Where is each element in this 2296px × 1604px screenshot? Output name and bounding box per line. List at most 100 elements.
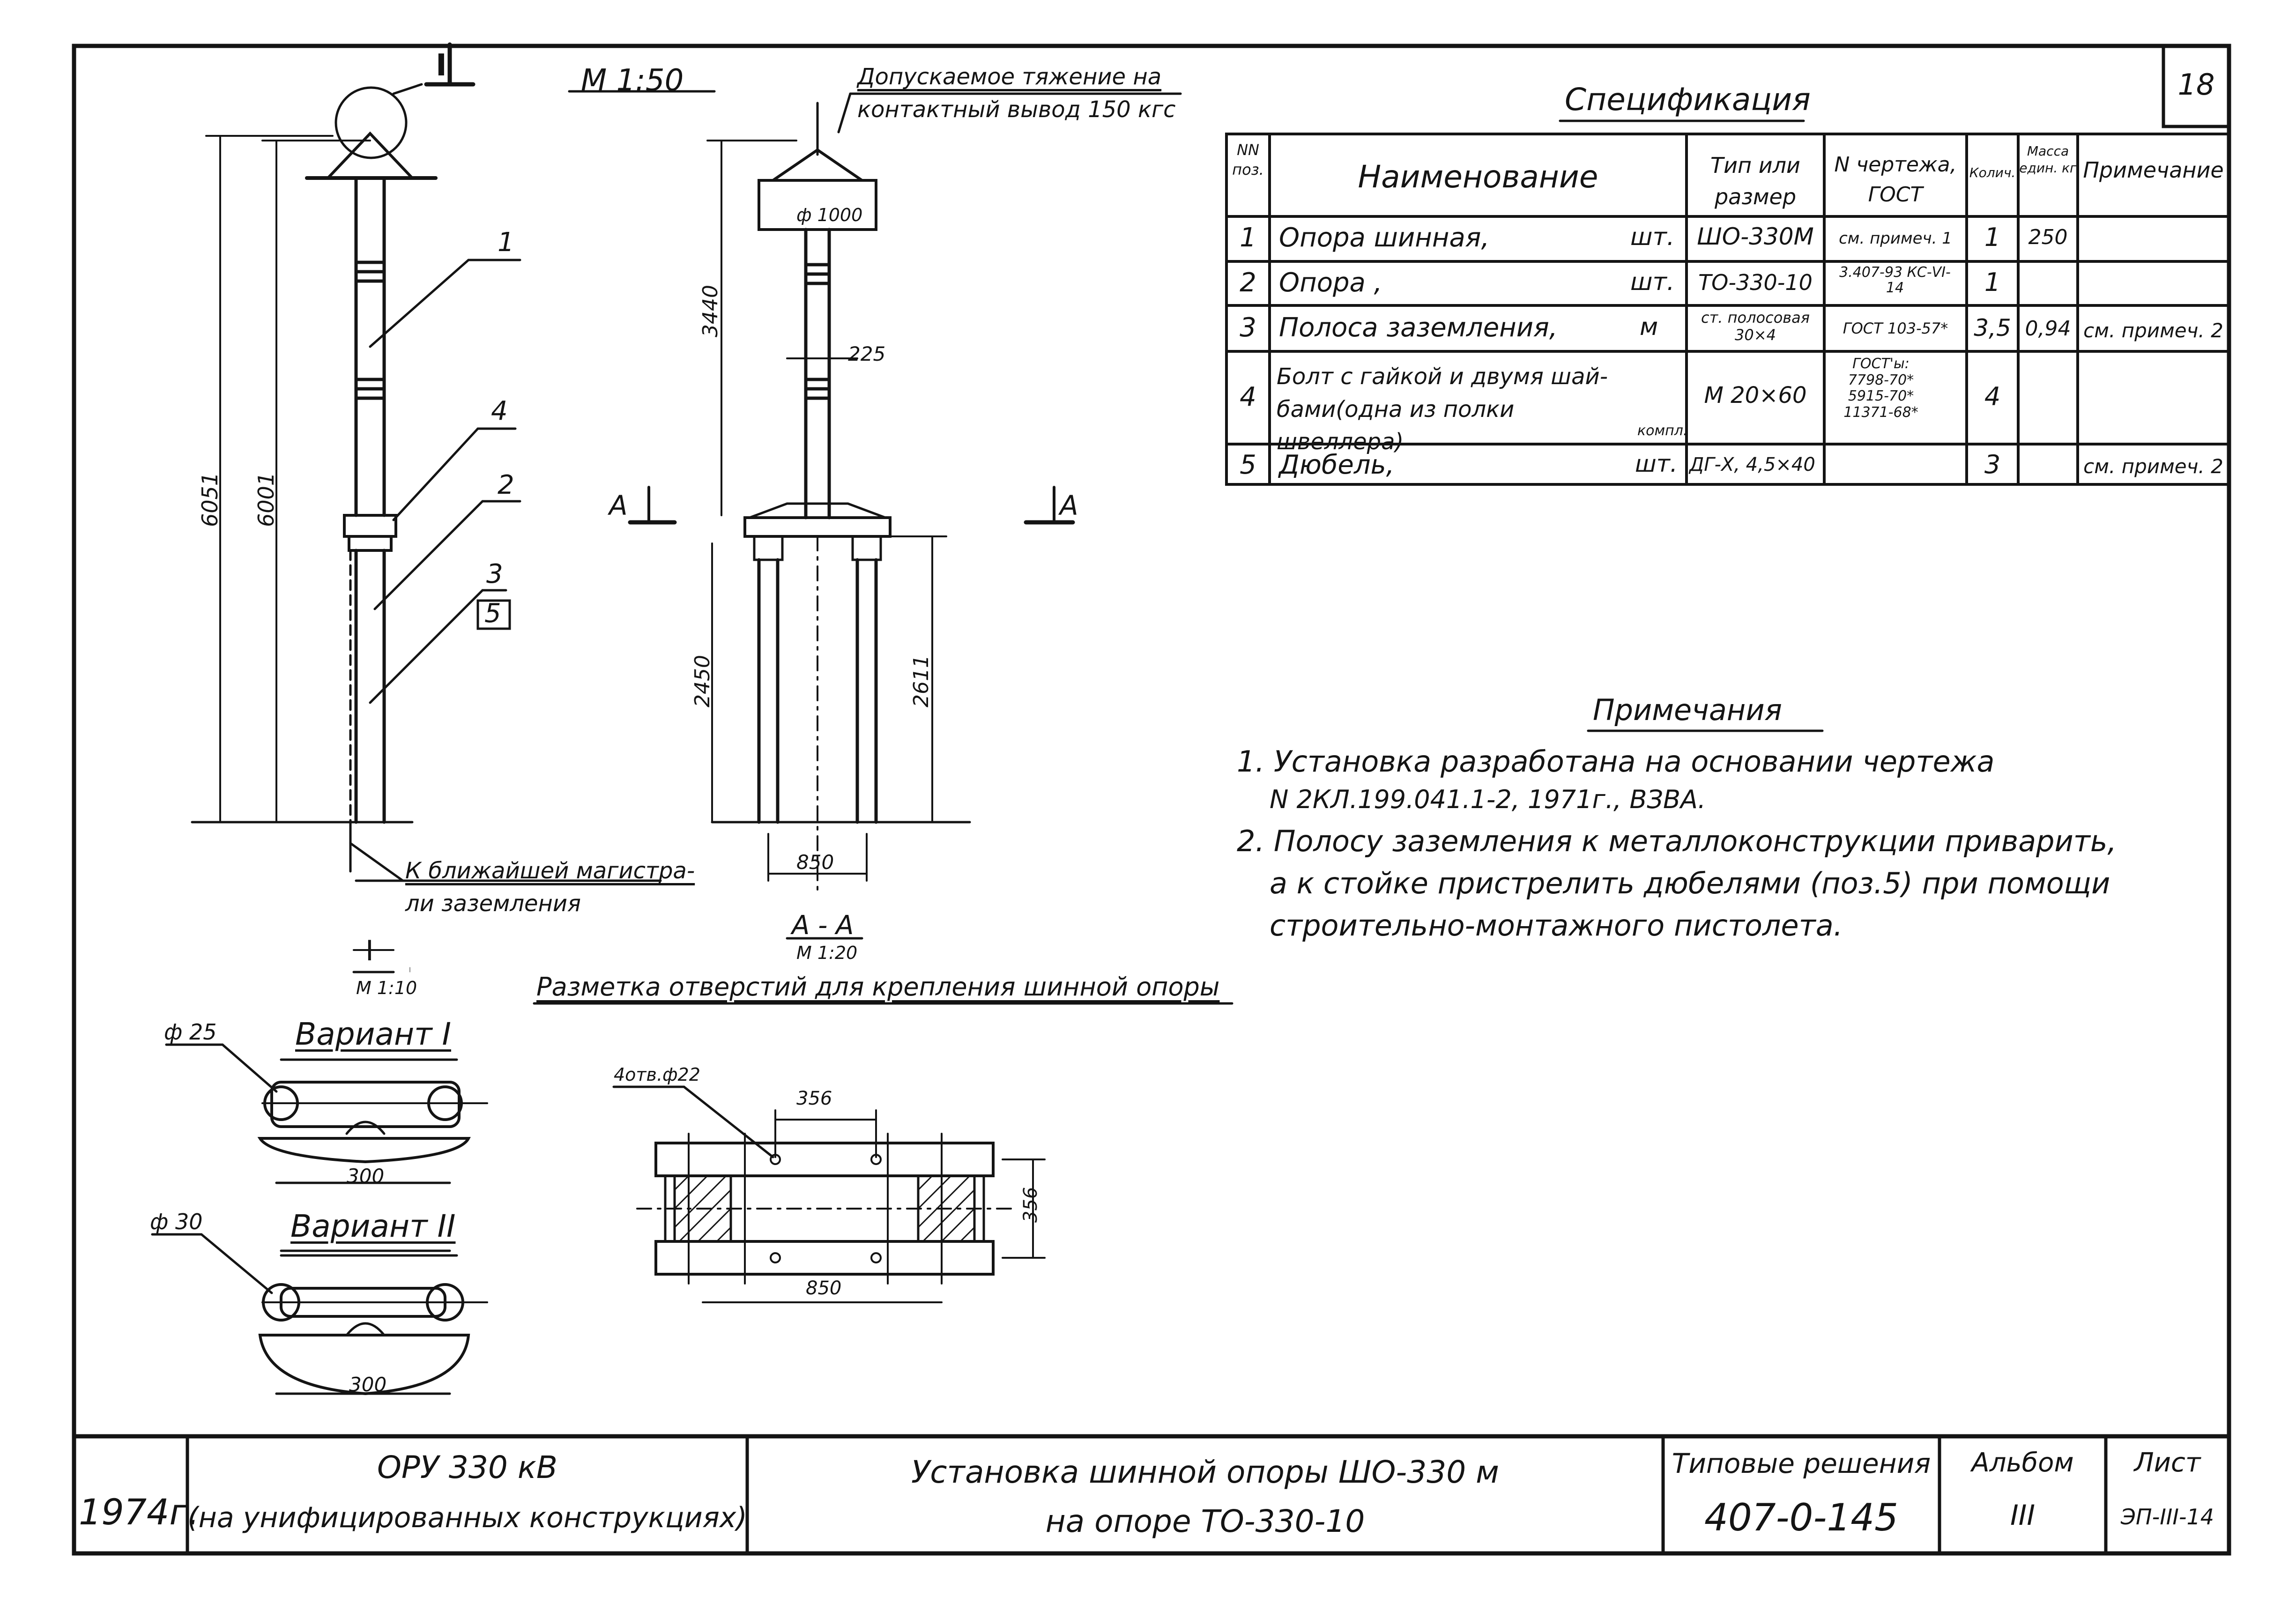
notes-line-5: строительно-монтажного пистолета.: [1270, 908, 1843, 943]
title-block-series-value: 407-0-145: [1704, 1496, 1899, 1539]
section-aa-label: А - А: [792, 910, 854, 941]
title-block-sheet-value: ЭП-III-14: [2120, 1504, 2214, 1530]
holes-dim-top: 356: [796, 1088, 832, 1109]
spec-row4-qty: 4: [1984, 382, 2001, 411]
spec-header-name: Наименование: [1358, 159, 1598, 195]
spec-header-note: Примечание: [2083, 157, 2224, 183]
notes-line-2: N 2КЛ.199.041.1-2, 1971г., ВЗВА.: [1270, 785, 1706, 814]
spec-row1-pos: 1: [1240, 223, 1256, 253]
detail-I-scale: М 1:10: [356, 978, 417, 998]
specification-table-grid: [1225, 133, 2230, 486]
spec-header-qty: Колич.: [1969, 165, 2016, 180]
holes-plan-drawing: [612, 1085, 1046, 1303]
pos-label-5: 5: [484, 598, 501, 629]
tension-note-line2: контактный вывод 150 кгс: [857, 97, 1176, 123]
spec-row3-unit: м: [1640, 313, 1658, 341]
notes-line-1: 1. Установка разработана на основании че…: [1237, 744, 1995, 779]
variant2-drawing: [151, 1233, 488, 1396]
spec-row5-name: Дюбель,: [1279, 450, 1395, 480]
variant1-diam: ф 25: [164, 1019, 217, 1045]
spec-row2-qty: 1: [1984, 267, 2001, 297]
spec-row3-qty: 3,5: [1974, 314, 2011, 342]
spec-row5-qty: 3: [1984, 450, 2001, 479]
dim-225: 225: [848, 342, 886, 365]
dim-3440: 3440: [698, 285, 722, 337]
title-block-year: 1974г.: [79, 1491, 200, 1533]
title-block-series-label: Типовые решения: [1672, 1448, 1931, 1479]
page-number-box: [2162, 44, 2231, 128]
pos-label-2: 2: [498, 470, 514, 500]
spec-header-drawing: N чертежа, ГОСТ: [1834, 153, 1957, 207]
sheet-frame: [72, 44, 2231, 1556]
spec-row3-mass: 0,94: [2025, 317, 2071, 341]
variant1-drawing: [165, 1043, 488, 1184]
spec-row3-pos: 3: [1240, 312, 1256, 343]
spec-row3-note: см. примеч. 2: [2083, 319, 2223, 342]
dim-phi1000: ф 1000: [796, 205, 863, 225]
dim-6001: 6001: [253, 472, 279, 527]
notes-line-3: 2. Полосу заземления к металлоконструкци…: [1237, 824, 2117, 858]
dim-2450: 2450: [691, 655, 714, 707]
title-block-title-line1: Установка шинной опоры ШО-330 м: [911, 1454, 1499, 1490]
spec-row1-unit: шт.: [1630, 223, 1675, 251]
variant1-title: Вариант I: [295, 1016, 451, 1052]
spec-row2-type: ТО-330-10: [1698, 270, 1813, 295]
spec-row3-name: Полоса заземления,: [1279, 312, 1558, 343]
spec-row4-unit: компл.: [1637, 423, 1688, 439]
notes-title: Примечания: [1593, 693, 1782, 727]
spec-row4-drawing: ГОСТ'ы: 7798-70* 5915-70* 11371-68*: [1843, 356, 1918, 421]
spec-row3-type: ст. полосовая 30×4: [1701, 309, 1810, 344]
spec-row5-note: см. примеч. 2: [2083, 455, 2223, 478]
title-block-album-value: III: [2010, 1499, 2036, 1532]
specification-title: Спецификация: [1565, 82, 1811, 118]
ground-note-line1: К ближайшей магистра-: [405, 858, 695, 884]
holes-dim-bottom: 850: [806, 1277, 842, 1299]
title-block-object-line1: ОРУ 330 кВ: [377, 1449, 558, 1485]
spec-row4-pos: 4: [1240, 382, 1256, 412]
holes-dim-side: 356: [1020, 1187, 1041, 1223]
spec-row2-unit: шт.: [1630, 268, 1675, 296]
dim-850: 850: [796, 851, 834, 874]
holes-title: Разметка отверстий для крепления шинной …: [536, 972, 1220, 1002]
variant1-dim: 300: [347, 1165, 385, 1188]
spec-row1-type: ШО-330М: [1697, 223, 1814, 250]
spec-row3-drawing: ГОСТ 103-57*: [1843, 319, 1948, 337]
spec-row1-name: Опора шинная,: [1279, 223, 1490, 253]
title-block-object-line2: (на унифицированных конструкциях): [187, 1501, 747, 1534]
notes-line-4: а к стойке пристрелить дюбелями (поз.5) …: [1270, 866, 2110, 900]
spec-row5-unit: шт.: [1635, 450, 1678, 477]
spec-row2-drawing: 3.407-93 КС-VI-14: [1839, 264, 1951, 296]
spec-row2-pos: 2: [1240, 267, 1256, 298]
ground-note-line2: ли заземления: [405, 891, 581, 917]
title-block-title-line2: на опоре ТО-330-10: [1045, 1503, 1365, 1539]
spec-row4-name: Болт с гайкой и двумя шай- бами(одна из …: [1277, 364, 1608, 455]
left-view-drawing: [191, 42, 716, 882]
spec-row1-qty: 1: [1984, 223, 2001, 252]
variant2-title: Вариант II: [290, 1208, 456, 1244]
pos-label-1: 1: [498, 227, 514, 258]
section-mark-right: А: [1060, 490, 1078, 521]
spec-row5-type: ДГ-Х, 4,5×40: [1689, 454, 1815, 475]
title-block-sheet-label: Лист: [2134, 1448, 2201, 1478]
dim-6051: 6051: [197, 472, 223, 527]
variant2-diam: ф 30: [150, 1209, 203, 1234]
spec-row2-name: Опора ,: [1279, 267, 1382, 298]
spec-row5-pos: 5: [1240, 450, 1256, 480]
spec-row1-mass: 250: [2028, 225, 2068, 249]
variant2-dim: 300: [349, 1373, 387, 1396]
callout-I: I: [436, 48, 447, 83]
holes-spec: 4отв.ф22: [614, 1064, 700, 1085]
section-mark-left: А: [609, 490, 628, 521]
pos-label-3: 3: [486, 559, 503, 589]
detail-I-label: I: [365, 935, 374, 967]
title-block-album-label: Альбом: [1971, 1448, 2074, 1478]
tension-note-line1: Допускаемое тяжение на: [857, 64, 1162, 90]
dim-2611: 2611: [909, 655, 933, 707]
spec-row1-drawing: см. примеч. 1: [1839, 229, 1952, 248]
spec-row4-type: М 20×60: [1704, 382, 1807, 408]
spec-header-mass: Масса един. кг: [2019, 143, 2077, 176]
scale-main: М 1:50: [581, 63, 684, 98]
section-aa-scale: М 1:20: [796, 943, 858, 963]
pos-label-4: 4: [491, 396, 508, 426]
